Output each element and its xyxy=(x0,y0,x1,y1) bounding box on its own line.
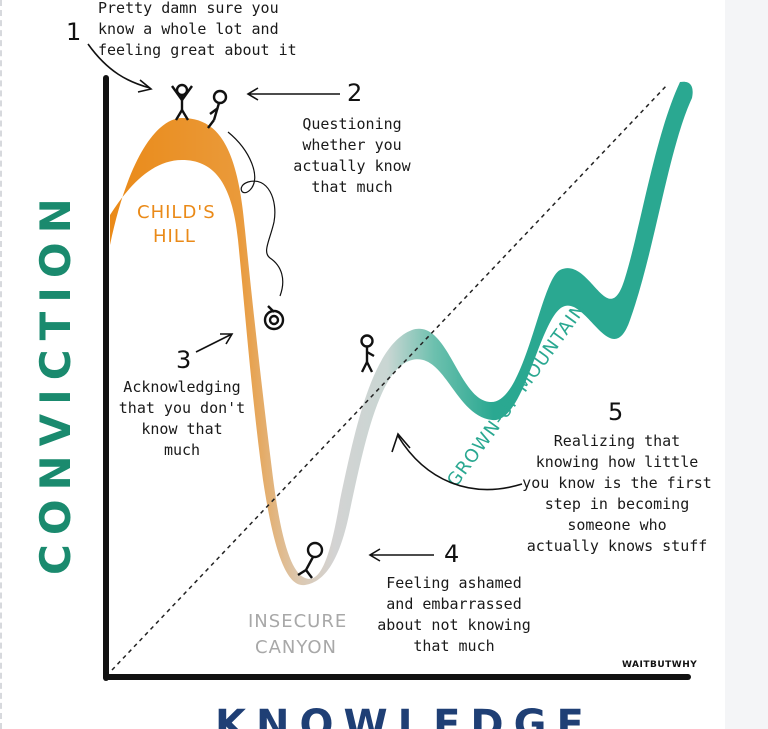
svg-text:know a whole lot and: know a whole lot and xyxy=(98,20,279,38)
stage-4-arrow xyxy=(368,548,434,562)
tumble-path xyxy=(227,131,284,297)
stage-2-number: 2 xyxy=(347,79,362,107)
stage-1-arrow xyxy=(87,43,151,89)
stage-2-caption: Questioning whether you actually know th… xyxy=(293,115,411,196)
stage-1-arrowhead xyxy=(137,79,153,93)
stage-3-number: 3 xyxy=(176,346,191,374)
svg-text:Pretty damn sure you: Pretty damn sure you xyxy=(98,0,279,17)
waitbutwhy-credit: WAITBUTWHY xyxy=(622,660,697,670)
page-side-strip xyxy=(725,0,768,729)
svg-text:knowing how little: knowing how little xyxy=(536,453,699,471)
svg-text:step in becoming: step in becoming xyxy=(545,495,690,513)
svg-text:that you don't: that you don't xyxy=(119,399,245,417)
svg-text:actually knows stuff: actually knows stuff xyxy=(527,537,708,555)
svg-text:and embarrassed: and embarrassed xyxy=(386,595,521,613)
svg-text:know that: know that xyxy=(141,420,222,438)
stick-figure-questioning xyxy=(207,89,228,129)
stage-5-number: 5 xyxy=(608,398,623,426)
svg-text:someone who: someone who xyxy=(567,516,666,534)
insecure-canyon-label-line1: INSECURE xyxy=(248,611,347,632)
y-axis-title: CONVICTION xyxy=(31,189,80,575)
svg-text:you know is the first: you know is the first xyxy=(522,474,712,492)
svg-text:that much: that much xyxy=(311,178,392,196)
conviction-knowledge-diagram: CHILD'S HILL INSECURE CANYON GROWN-UP MO… xyxy=(31,0,712,729)
stage-3-caption: Acknowledging that you don't know that m… xyxy=(119,378,245,459)
svg-text:about not knowing: about not knowing xyxy=(377,616,531,634)
svg-text:feeling great about it: feeling great about it xyxy=(98,41,297,59)
stage-2-arrow xyxy=(246,87,340,101)
stage-1-caption: Pretty damn sure you know a whole lot an… xyxy=(98,0,297,59)
stage-4-caption: Feeling ashamed and embarrassed about no… xyxy=(377,574,531,655)
conviction-curve-band xyxy=(110,81,693,586)
svg-text:Realizing that: Realizing that xyxy=(554,432,680,450)
childs-hill-label-line1: CHILD'S xyxy=(137,202,216,223)
svg-text:whether you: whether you xyxy=(302,136,401,154)
stick-figure-tumbling xyxy=(263,305,285,331)
stage-3-arrow xyxy=(195,333,234,353)
insecure-canyon-label-line2: CANYON xyxy=(255,637,337,658)
svg-text:that much: that much xyxy=(413,637,494,655)
svg-text:Questioning: Questioning xyxy=(302,115,401,133)
page-left-border xyxy=(0,0,4,729)
svg-text:much: much xyxy=(164,441,200,459)
stage-5-caption: Realizing that knowing how little you kn… xyxy=(522,432,712,555)
x-axis-title: KNOWLEDGE xyxy=(215,702,594,729)
svg-text:Acknowledging: Acknowledging xyxy=(123,378,240,396)
svg-text:Feeling ashamed: Feeling ashamed xyxy=(386,574,521,592)
stick-figure-climbing xyxy=(360,334,375,373)
svg-text:actually know: actually know xyxy=(293,157,411,175)
childs-hill-label-line2: HILL xyxy=(153,226,196,247)
stage-1-number: 1 xyxy=(66,18,81,46)
stick-figure-celebrating xyxy=(171,83,193,121)
stage-5-arrow xyxy=(391,432,523,491)
diagonal-reference-line xyxy=(111,83,669,671)
stage-4-number: 4 xyxy=(444,540,459,568)
stick-figure-ashamed xyxy=(297,541,324,579)
